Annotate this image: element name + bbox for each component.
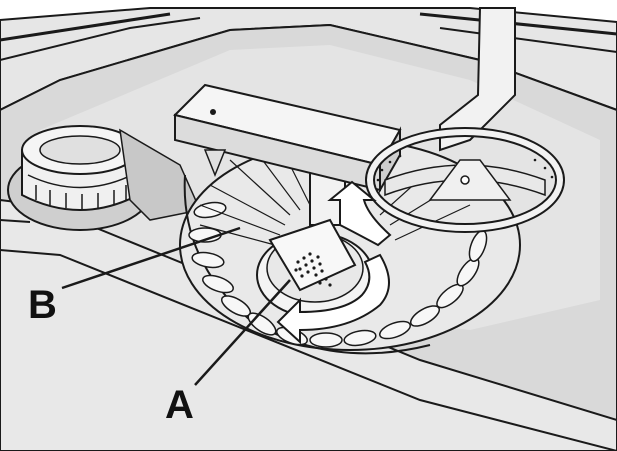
tub-rail-left [0, 12, 171, 42]
sump-channel [119, 128, 202, 221]
tub-rail-right [419, 12, 617, 36]
callout-line-b [61, 226, 241, 290]
tub-rail-left-2 [0, 17, 201, 61]
spray-pipe [439, 7, 516, 152]
callout-line-a [194, 279, 291, 386]
rotation-arrow-bottom [276, 253, 390, 345]
label-a: A [165, 383, 194, 427]
tub-rail-right-2 [439, 27, 617, 53]
tub-front-edge [0, 249, 617, 451]
tub-front-edge-2 [0, 219, 31, 223]
label-b: B [28, 283, 57, 327]
rotation-arrow-top [327, 180, 392, 247]
lower-spray-arm [173, 83, 402, 194]
spray-wheel [365, 127, 565, 233]
